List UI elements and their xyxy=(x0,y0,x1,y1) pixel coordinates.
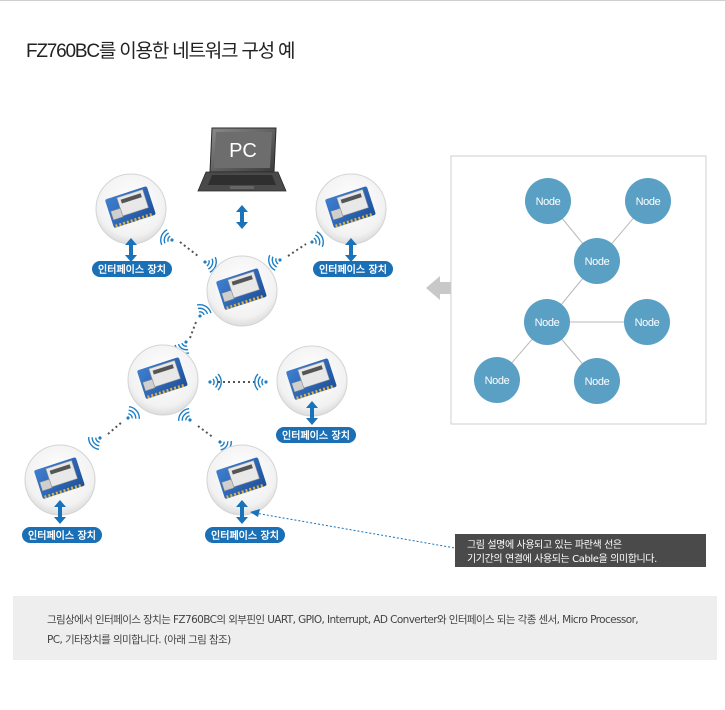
svg-text:인터페이스 장치: 인터페이스 장치 xyxy=(98,263,166,276)
topology-node: Node xyxy=(574,358,620,404)
topology-node: Node xyxy=(525,178,571,224)
svg-text:인터페이스 장치: 인터페이스 장치 xyxy=(211,529,279,542)
svg-text:인터페이스 장치: 인터페이스 장치 xyxy=(319,263,387,276)
topology-node: Node xyxy=(474,357,520,403)
wireless-signal-icon xyxy=(120,403,143,426)
topology-node: Node xyxy=(524,299,570,345)
fz760bc-module xyxy=(127,344,199,416)
svg-text:Node: Node xyxy=(635,317,660,329)
fz760bc-module xyxy=(206,255,278,327)
wireless-links xyxy=(107,241,307,439)
callout-line2: 기기간의 연결에 사용되는 Cable을 의미합니다. xyxy=(467,553,657,565)
callout-arrowhead-icon xyxy=(250,509,260,517)
pc-laptop-icon: PC xyxy=(197,127,287,192)
interface-label: 인터페이스 장치 xyxy=(92,261,172,277)
explanation-note: 그림상에서 인터페이스 장치는 FZ760BC의 외부핀인 UART, GPIO… xyxy=(13,596,717,660)
fz760bc-module xyxy=(95,173,167,245)
page-title: FZ760BC를 이용한 네트워크 구성 예 xyxy=(26,41,296,62)
fz760bc-module xyxy=(315,173,387,245)
top-divider xyxy=(0,0,725,1)
svg-text:Node: Node xyxy=(636,196,661,208)
svg-text:Node: Node xyxy=(585,256,610,268)
interface-label: 인터페이스 장치 xyxy=(313,261,393,277)
svg-text:인터페이스 장치: 인터페이스 장치 xyxy=(28,529,96,542)
callout-box: 그림 설명에 사용되고 있는 파란색 선은 기기간의 연결에 사용되는 Cabl… xyxy=(455,534,706,567)
callout-leader-line xyxy=(254,512,456,549)
svg-text:인터페이스 장치: 인터페이스 장치 xyxy=(282,429,350,442)
pc-label: PC xyxy=(229,140,257,162)
svg-text:Node: Node xyxy=(585,376,610,388)
interface-label: 인터페이스 장치 xyxy=(205,527,285,543)
svg-text:Node: Node xyxy=(485,375,510,387)
wireless-signal-icon xyxy=(85,430,108,453)
wireless-signal-icon xyxy=(307,229,326,251)
topology-node: Node xyxy=(624,299,670,345)
network-diagram: PC 인터페이스 장치 인터페이스 장치 xyxy=(22,127,707,567)
wireless-signal-icon xyxy=(158,227,177,249)
note-line1: 그림상에서 인터페이스 장치는 FZ760BC의 외부핀인 UART, GPIO… xyxy=(47,614,639,626)
topology-node: Node xyxy=(625,178,671,224)
wireless-signal-icon xyxy=(254,373,269,391)
interface-label: 인터페이스 장치 xyxy=(276,427,356,443)
interface-label: 인터페이스 장치 xyxy=(22,527,102,543)
topology-node: Node xyxy=(574,238,620,284)
svg-text:Node: Node xyxy=(536,196,561,208)
note-line2: PC, 기타장치를 의미합니다. (아래 그림 참조) xyxy=(47,634,231,646)
pc-link-arrow-icon xyxy=(236,205,248,229)
callout-line1: 그림 설명에 사용되고 있는 파란색 선은 xyxy=(467,539,622,551)
svg-text:Node: Node xyxy=(535,317,560,329)
